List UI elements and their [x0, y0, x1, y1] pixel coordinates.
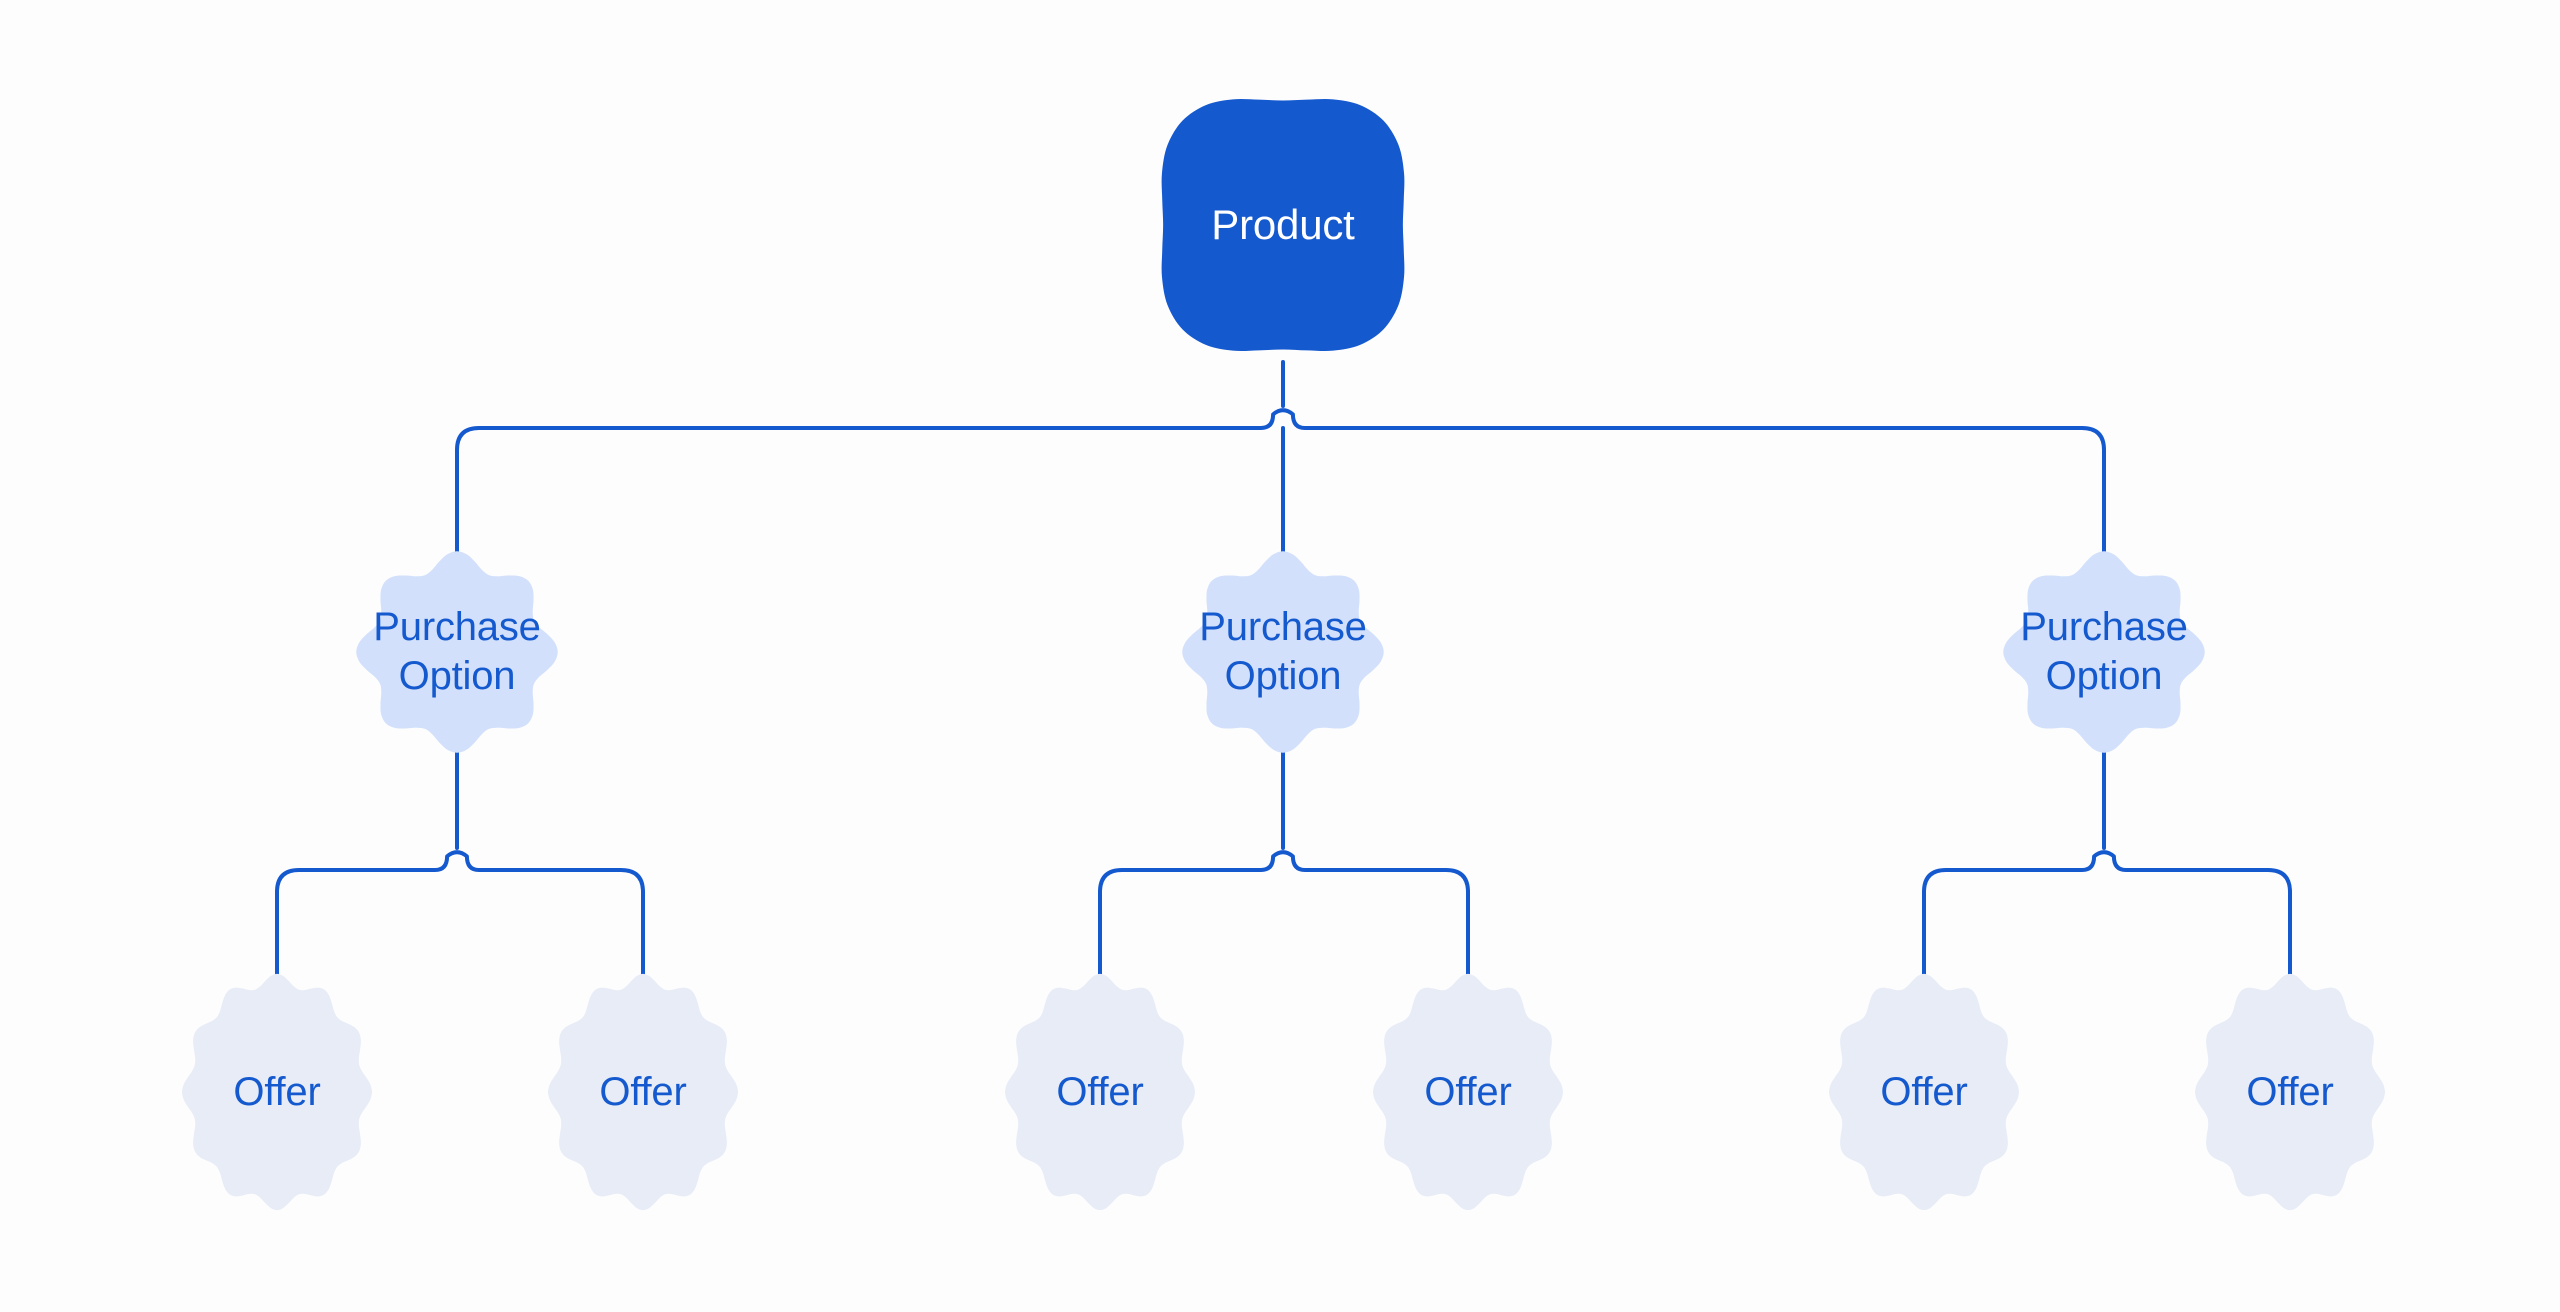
node-offer-4[interactable] — [1373, 973, 1563, 1211]
node-offer-5[interactable] — [1829, 973, 2019, 1211]
node-shapes — [182, 98, 2385, 1211]
connector-edges — [275, 360, 2292, 987]
edge-purchase-option-3-to-offers — [1922, 743, 2292, 987]
node-offer-1[interactable] — [182, 973, 372, 1211]
node-purchase-option-1[interactable] — [356, 551, 558, 753]
node-offer-6[interactable] — [2195, 973, 2385, 1211]
node-purchase-option-2[interactable] — [1182, 551, 1384, 753]
node-offer-2[interactable] — [548, 973, 738, 1211]
node-offer-3[interactable] — [1005, 973, 1195, 1211]
node-purchase-option-3[interactable] — [2003, 551, 2205, 753]
edge-purchase-option-1-to-offers — [275, 743, 645, 987]
edge-purchase-option-2-to-offers — [1098, 743, 1470, 987]
edge-product-to-purchase-options — [455, 360, 2106, 562]
node-product[interactable] — [1161, 98, 1405, 352]
